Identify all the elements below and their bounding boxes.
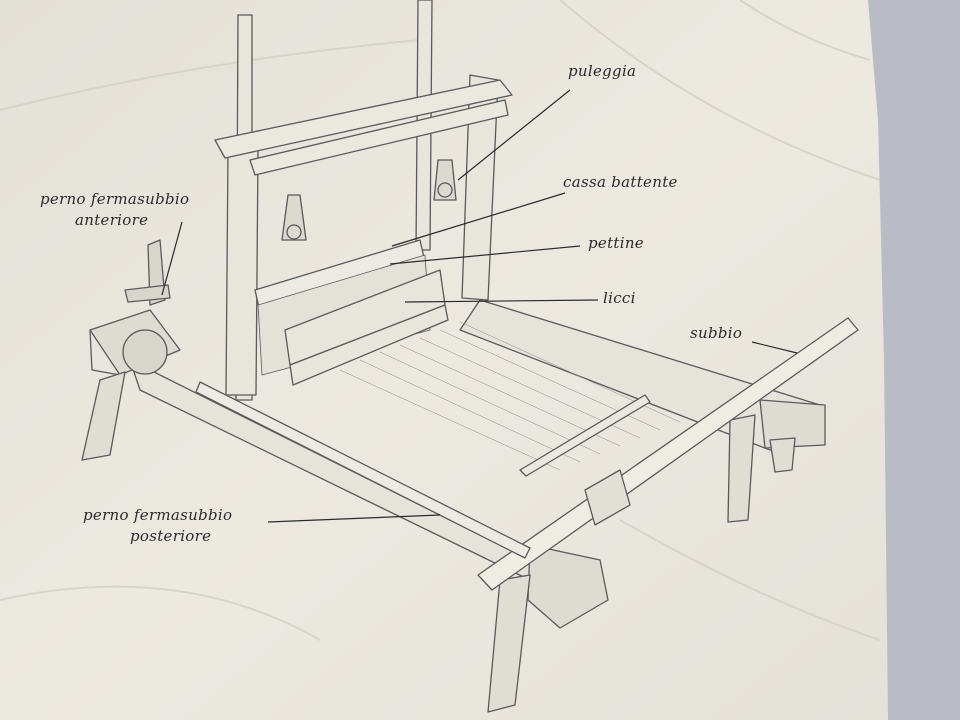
leader-perno-anteriore <box>161 221 183 296</box>
leader-cassa-battente <box>391 192 566 247</box>
label-perno-anteriore-1: perno fermasubbio <box>40 190 190 208</box>
leader-pettine <box>389 245 581 265</box>
label-perno-anteriore-2: anteriore <box>75 211 149 229</box>
warp-beam <box>195 381 531 559</box>
front-stop-pin <box>122 239 171 375</box>
lease-stick <box>519 394 651 477</box>
leader-puleggia <box>457 89 571 181</box>
loom <box>81 0 859 713</box>
label-perno-posteriore-2: posteriore <box>130 527 212 545</box>
top-beams <box>214 79 513 176</box>
pulleys <box>281 159 457 241</box>
loom-legs <box>81 371 796 713</box>
heddles <box>284 269 449 386</box>
leader-lines <box>161 89 798 523</box>
leader-licci <box>404 299 599 303</box>
label-pettine: pettine <box>588 234 644 252</box>
label-perno-posteriore-1: perno fermasubbio <box>83 506 233 524</box>
label-puleggia: puleggia <box>568 62 637 80</box>
leader-perno-posteriore <box>267 514 441 523</box>
label-subbio: subbio <box>690 324 743 342</box>
cloth-beam <box>477 317 859 591</box>
label-licci: licci <box>603 289 636 307</box>
leader-subbio <box>751 341 798 354</box>
label-cassa-battente: cassa battente <box>563 173 678 191</box>
paper-creases <box>0 0 881 641</box>
paper-sheet <box>0 0 888 720</box>
